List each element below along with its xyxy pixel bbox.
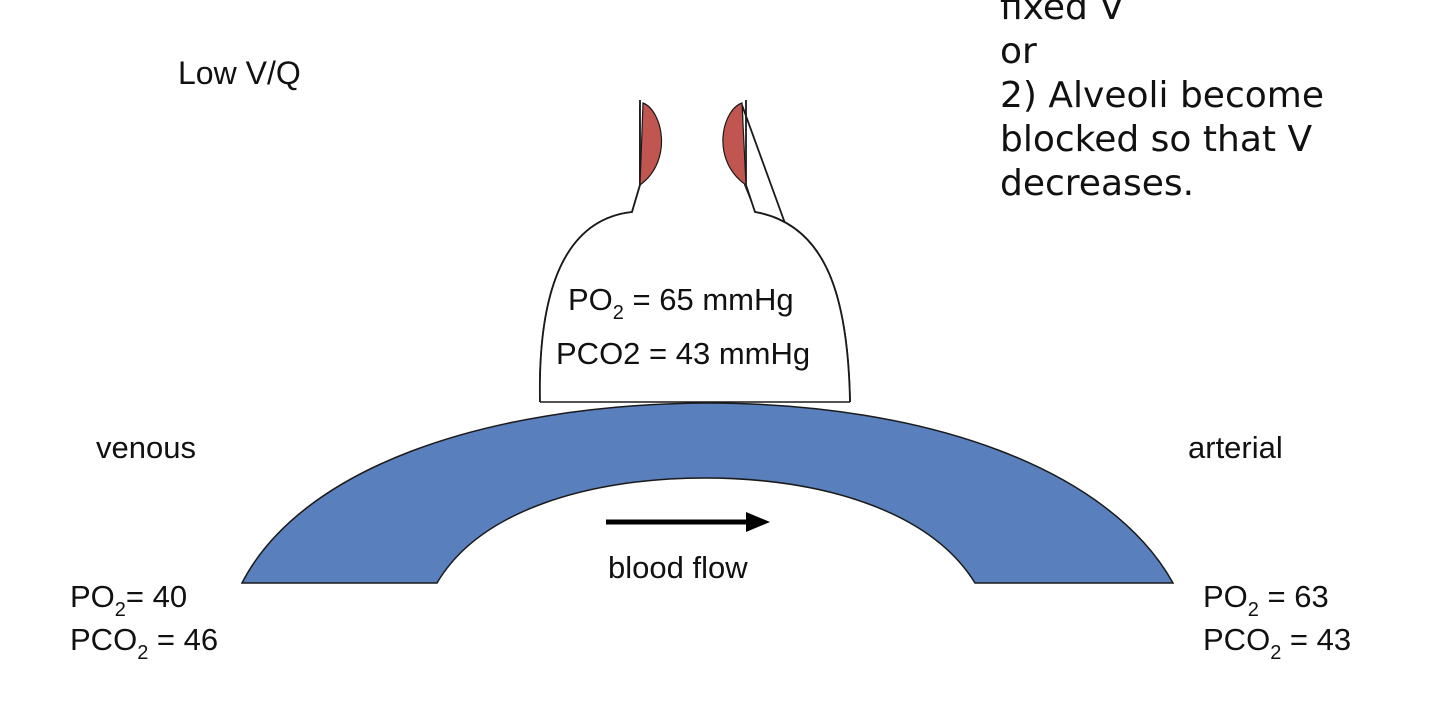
venous-label: venous (96, 430, 196, 465)
airway-wall-left (639, 102, 663, 187)
note-line: decreases. (1000, 163, 1195, 204)
note-line: 2) Alveoli become (1000, 75, 1324, 116)
arterial-label: arterial (1188, 430, 1283, 465)
venous-pco2: PCO2 = 46 (70, 622, 219, 664)
airway-wall-right (722, 102, 747, 187)
capillary-vessel (240, 402, 1175, 584)
arterial-po2: PO2 = 63 (1203, 579, 1329, 621)
explanation-note: fixed V or 2) Alveoli become blocked so … (1000, 0, 1324, 206)
arterial-pco2: PCO2 = 43 (1203, 622, 1352, 664)
diagram-title: Low V/Q (178, 55, 301, 91)
venous-po2: PO2= 40 (70, 579, 188, 621)
note-line: or (1000, 31, 1037, 72)
blood-flow-arrowhead (746, 512, 770, 532)
alveolar-po2: PO2 = 65 mmHg (568, 282, 794, 324)
alveolar-pco2: PCO2 = 43 mmHg (556, 336, 811, 371)
blood-flow-label: blood flow (608, 550, 748, 585)
note-line: blocked so that V (1000, 119, 1313, 160)
note-line: fixed V (1000, 0, 1124, 28)
